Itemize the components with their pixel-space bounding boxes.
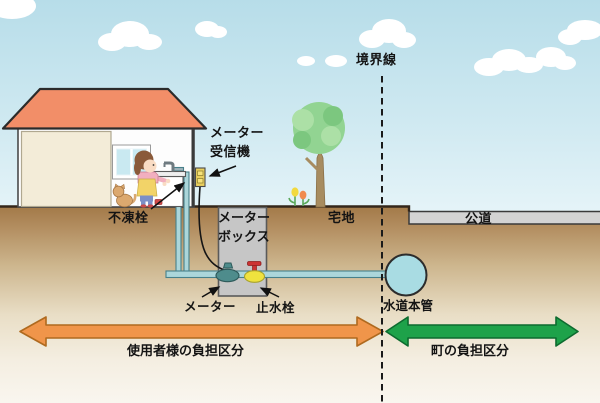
annotation-arrows [150, 165, 280, 298]
house-front-panel [20, 130, 112, 208]
residential-land-label: 宅地 [328, 211, 356, 226]
ground-soil [0, 207, 600, 403]
faucet [164, 161, 175, 172]
tree [292, 102, 345, 208]
receiver-device [194, 167, 206, 188]
cat-figure [112, 183, 137, 208]
house-roof [1, 87, 208, 130]
meter-box-label-line1: メーター [218, 211, 271, 226]
receiver-pointer-arrow [208, 165, 237, 177]
meter-receiver-label-line1: メーター [210, 126, 265, 141]
water-meter-symbol [215, 262, 240, 283]
frost-valve-handle [172, 166, 185, 172]
flowers [288, 187, 310, 206]
town-burden-arrow [385, 316, 579, 347]
stop-valve-label: 止水栓 [256, 300, 296, 315]
water-main-pipe [384, 253, 428, 297]
user-burden-label: 使用者様の負担区分 [127, 344, 245, 359]
house [1, 87, 208, 208]
meter-receiver-label-line2: 受信機 [210, 145, 251, 160]
meter-receiver-label: メーター 受信機 [210, 124, 264, 162]
meter-box-label: メーター ボックス [218, 209, 271, 247]
signal-cable [198, 186, 225, 271]
supply-standpipe [183, 171, 190, 278]
service-pipe-horizontal [165, 270, 387, 279]
woman-figure [134, 150, 171, 208]
stop-valve-pointer-arrow [259, 287, 280, 298]
water-main-label: 水道本管 [383, 298, 434, 313]
stop-valve-symbol [243, 261, 266, 283]
meter-pointer-arrow [201, 286, 221, 298]
meter-box-label-line2: ボックス [218, 230, 270, 245]
frost-valve-pointer-arrow [150, 182, 186, 210]
boundary-line-label: 境界線 [356, 53, 397, 68]
public-road-label: 公道 [465, 212, 493, 227]
clouds [0, 0, 600, 76]
frost-valve-label: 不凍栓 [108, 211, 149, 226]
town-burden-label: 町の負担区分 [431, 344, 510, 359]
road-surface [408, 210, 600, 225]
meter-label: メーター [184, 299, 237, 314]
